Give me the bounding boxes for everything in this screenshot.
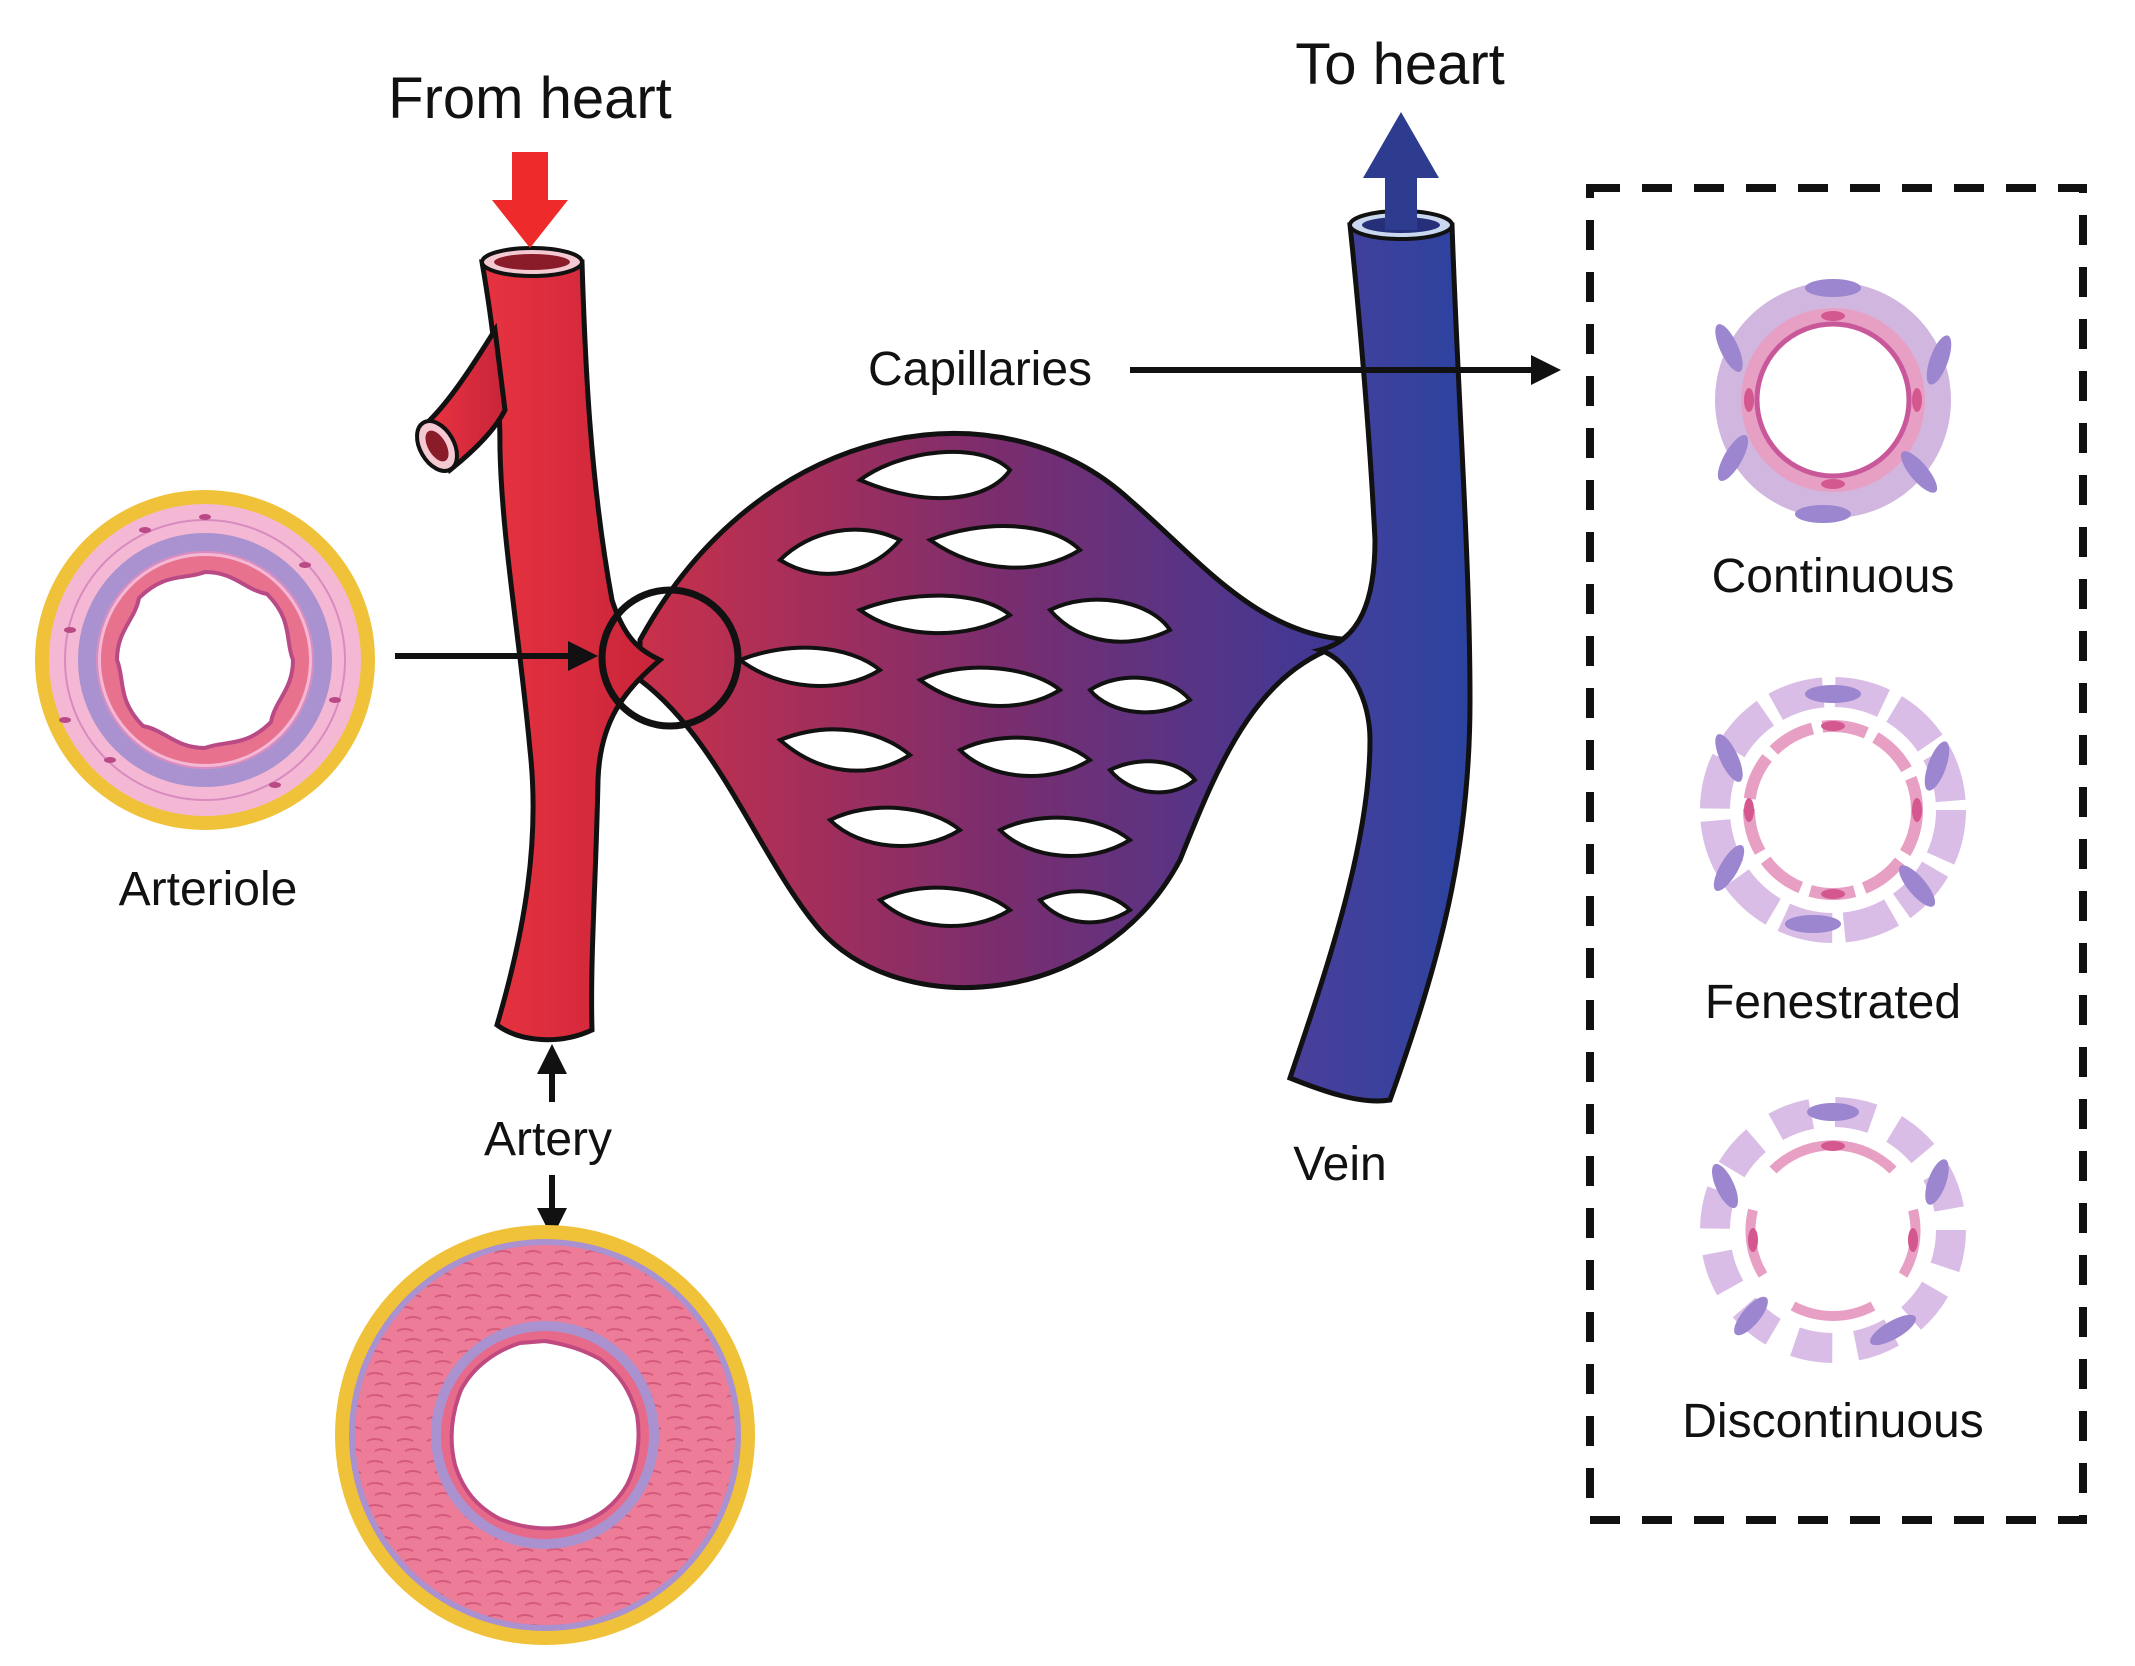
arteriole-label: Arteriole [119,863,298,916]
to-heart-label: To heart [1295,32,1505,97]
capillaries-label: Capillaries [868,343,1092,396]
continuous-capillary [1715,279,1952,523]
continuous-label: Continuous [1712,550,1955,603]
blue-up-arrow-icon [1363,112,1439,230]
artery-label: Artery [484,1113,612,1166]
discontinuous-capillary [1700,1097,1966,1363]
artery-vessel [415,246,665,1043]
from-heart-label: From heart [388,66,672,131]
red-down-arrow-icon [492,152,568,248]
vein-label: Vein [1293,1138,1386,1191]
capillary-bed [637,431,1361,990]
pointer-arrows [395,355,1561,1238]
capillary-types-box [1586,184,2087,1524]
artery-cross-section [335,1225,755,1645]
discontinuous-label: Discontinuous [1682,1395,1984,1448]
fenestrated-label: Fenestrated [1705,976,1961,1029]
junction-highlight-circle [598,586,742,730]
vein-vessel [1286,209,1473,1104]
arteriole-cross-section [35,490,375,830]
fenestrated-capillary [1700,677,1966,943]
